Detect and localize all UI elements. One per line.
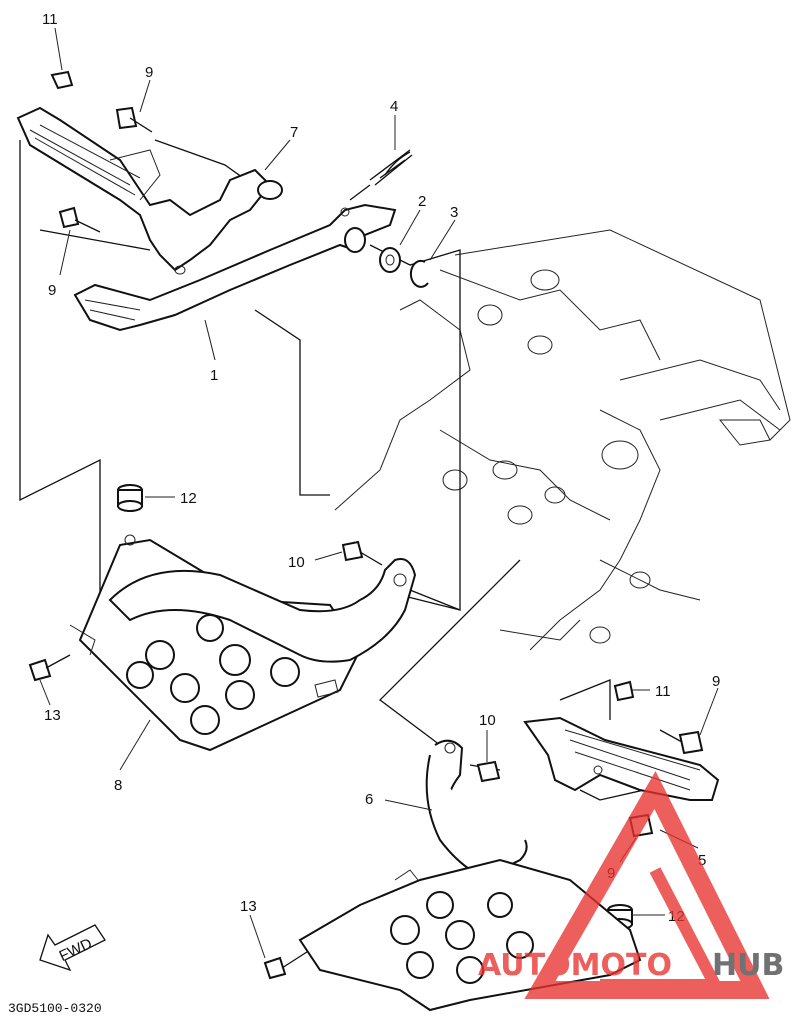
small-parts — [369, 149, 429, 288]
callout-13: 13 — [240, 898, 257, 915]
callout-10: 10 — [479, 712, 496, 729]
callout-10: 10 — [288, 554, 305, 571]
callout-13: 13 — [44, 707, 61, 724]
watermark-text-b: HUB — [712, 948, 784, 983]
guard-plate-upper — [69, 534, 417, 752]
callout-7: 7 — [290, 124, 298, 141]
callout-9: 9 — [712, 673, 720, 690]
callout-12: 12 — [180, 490, 197, 507]
callout-11: 11 — [655, 683, 671, 700]
callout-5: 5 — [698, 852, 706, 869]
diagram-code: 3GD5100-0320 — [8, 1001, 102, 1016]
footrest-bracket-lower — [523, 716, 720, 801]
watermark: AUTOMOTO HUB — [478, 770, 784, 999]
callout-2: 2 — [418, 193, 426, 210]
callout-6: 6 — [365, 791, 373, 808]
callout-1: 1 — [210, 367, 218, 384]
callout-8: 8 — [114, 777, 122, 794]
brake-pedal — [73, 203, 397, 332]
callout-4: 4 — [390, 98, 398, 115]
frame-outline — [334, 229, 791, 651]
fwd-arrow-icon: FWD — [39, 924, 106, 972]
watermark-text-a: AUTOMOTO — [478, 948, 672, 983]
footrest-bracket-upper — [16, 106, 283, 275]
callout-11: 11 — [42, 11, 58, 28]
watermark-logo-icon — [524, 770, 770, 999]
callout-leaders — [39, 27, 719, 959]
fwd-label: FWD — [57, 935, 95, 965]
callout-9: 9 — [145, 64, 153, 81]
callout-9: 9 — [48, 282, 56, 299]
callout-3: 3 — [450, 204, 458, 221]
